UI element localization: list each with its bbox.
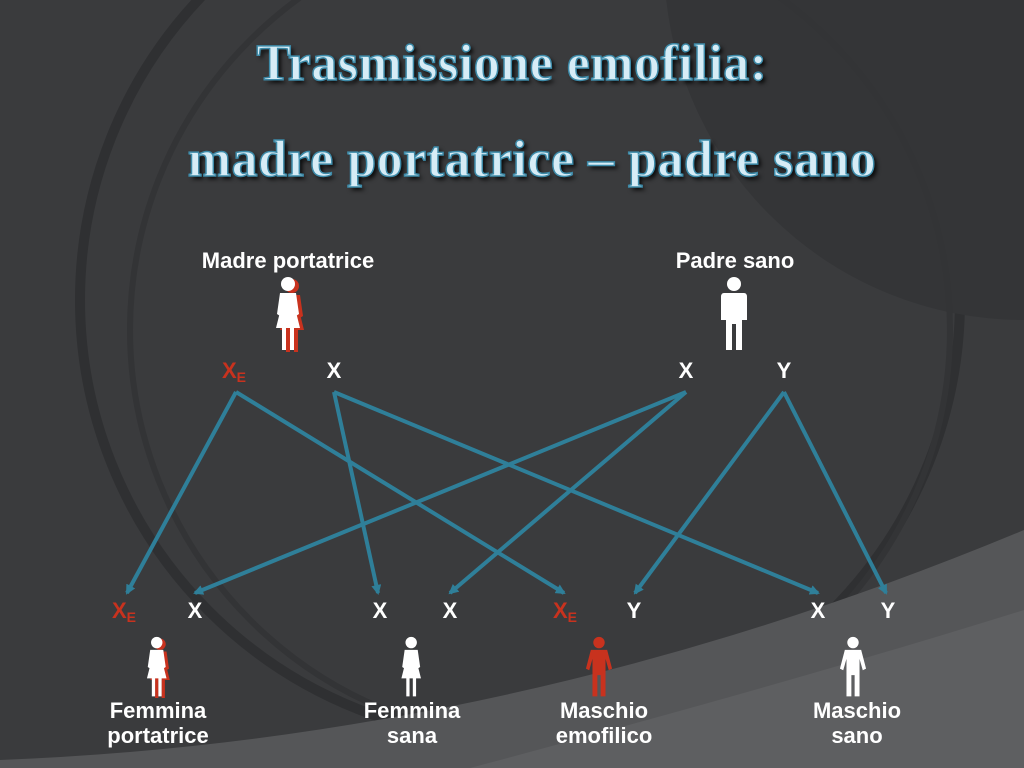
father-figure-icon xyxy=(721,277,747,350)
arrow-xe-to-child1 xyxy=(125,391,238,595)
female-healthy-figure-icon xyxy=(401,636,421,697)
father-label: Padre sano xyxy=(675,248,795,273)
child3-label-line1: Maschio xyxy=(559,698,649,723)
arrow-fx-to-child2 xyxy=(448,390,688,595)
father-chromosome-x: X xyxy=(678,358,694,383)
title-line-1: Trasmissione emofilia: xyxy=(256,34,768,93)
child3-label-line2: emofilico xyxy=(555,723,653,748)
child2-chromosome-x1: X xyxy=(372,598,388,623)
male-hemophiliac-figure-icon xyxy=(585,636,613,697)
child1-label: Femmina portatrice xyxy=(88,698,228,748)
child4-label-line1: Maschio xyxy=(812,698,902,723)
arrow-y-to-child4 xyxy=(782,391,888,595)
arrow-y-to-child3 xyxy=(633,390,786,595)
child2-chromosome-x2: X xyxy=(442,598,458,623)
mother-chromosome-xe: XE xyxy=(221,358,247,385)
mother-label: Madre portatrice xyxy=(201,248,375,273)
child1-label-line1: Femmina xyxy=(109,698,207,723)
female-carrier-figure-icon xyxy=(146,636,170,698)
child3-chromosome-xe: XE xyxy=(552,598,578,625)
arrow-fx-to-child1 xyxy=(193,390,687,595)
arrow-xe-to-child3 xyxy=(234,390,566,595)
child1-chromosome-xe: XE xyxy=(111,598,137,625)
child2-label-line2: sana xyxy=(386,723,438,748)
child1-label-line2: portatrice xyxy=(107,723,209,748)
child4-chromosome-y: Y xyxy=(880,598,896,623)
arrow-x-to-child4 xyxy=(333,390,820,595)
title-line-2: madre portatrice – padre sano xyxy=(187,130,877,189)
male-healthy-figure-icon xyxy=(839,636,867,697)
child3-label: Maschio emofilico xyxy=(534,698,674,748)
child4-label: Maschio sano xyxy=(787,698,927,748)
child4-label-line2: sano xyxy=(831,723,883,748)
mother-figure-icon xyxy=(276,277,304,352)
child2-label: Femmina sana xyxy=(342,698,482,748)
child1-chromosome-x: X xyxy=(187,598,203,623)
child3-chromosome-y: Y xyxy=(626,598,642,623)
child2-label-line1: Femmina xyxy=(363,698,461,723)
arrow-x-to-child2 xyxy=(332,391,382,595)
mother-chromosome-x: X xyxy=(326,358,342,383)
father-chromosome-y: Y xyxy=(776,358,792,383)
child4-chromosome-x: X xyxy=(810,598,826,623)
